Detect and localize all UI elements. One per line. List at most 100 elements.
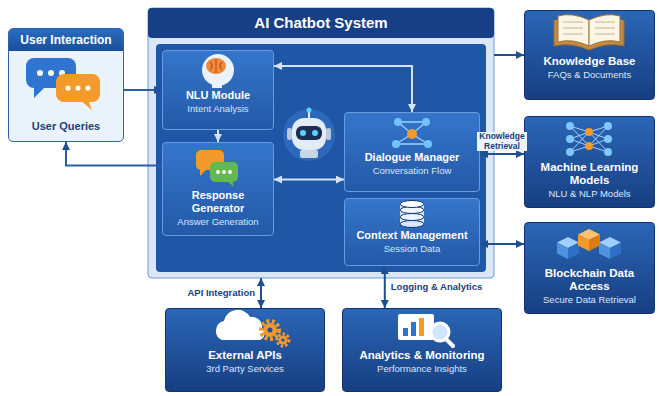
brain-icon xyxy=(202,54,234,88)
speech-icon xyxy=(216,170,220,174)
book-icon xyxy=(563,22,615,34)
chat-icon xyxy=(59,70,65,76)
cloud-gear-icon xyxy=(277,334,289,346)
box-subtitle: Performance Insights xyxy=(377,363,467,375)
database-icon xyxy=(400,204,424,224)
analytics-icon xyxy=(411,322,416,336)
speech-icon xyxy=(196,150,238,187)
cloud-gear-icon xyxy=(261,321,279,339)
box-subtitle: Answer Generation xyxy=(177,216,258,228)
neural-network-icon xyxy=(604,135,612,143)
connector xyxy=(66,142,162,166)
book-icon xyxy=(589,15,620,46)
speech-icon xyxy=(228,170,232,174)
box-title: Analytics & Monitoring xyxy=(359,349,484,362)
database-icon xyxy=(400,201,424,228)
speech-icon xyxy=(196,150,224,170)
book-icon xyxy=(554,15,624,50)
resource-box: Blockchain Data AccessSecure Data Retrie… xyxy=(524,222,655,314)
cloud-gear-icon xyxy=(281,338,284,341)
chat-icon xyxy=(48,70,54,76)
box-title: Dialogue Manager xyxy=(365,151,460,164)
box-subtitle: User Queries xyxy=(32,120,100,133)
robot-icon xyxy=(308,111,310,118)
cloud-gear-icon xyxy=(216,310,289,346)
box-title: Response Generator xyxy=(168,189,268,215)
chat-icon xyxy=(80,100,92,110)
blockchain-icon xyxy=(557,237,579,248)
resource-box: Machine Learning ModelsNLU & NLP Models xyxy=(524,116,655,208)
box-title: External APIs xyxy=(208,349,282,362)
brain-icon xyxy=(202,54,234,86)
box-subtitle: Session Data xyxy=(384,243,441,255)
network-icon xyxy=(396,122,428,144)
analytics-icon xyxy=(403,328,408,336)
blockchain-icon xyxy=(557,229,621,259)
user-box: User InteractionUser Queries xyxy=(8,28,124,142)
system-panel-box: AI Chatbot SystemNLU ModuleIntent Analys… xyxy=(148,8,494,278)
connector xyxy=(217,130,219,142)
analytics-icon xyxy=(431,323,449,341)
connector xyxy=(260,278,262,308)
database-icon xyxy=(400,214,424,221)
module-box: Context ManagementSession Data xyxy=(344,198,480,266)
system-panel xyxy=(156,44,486,272)
connector xyxy=(124,89,162,91)
blockchain-icon xyxy=(578,229,600,240)
robot-icon xyxy=(326,128,331,140)
network-icon xyxy=(392,118,432,148)
box-title: Context Management xyxy=(356,229,467,242)
robot-icon xyxy=(283,109,335,161)
robot-icon xyxy=(300,130,306,136)
module-box: NLU ModuleIntent Analysis xyxy=(162,50,274,130)
neural-network-icon xyxy=(604,122,612,130)
analytics-icon xyxy=(398,314,434,340)
cloud-gear-icon xyxy=(263,323,277,337)
box-subtitle: Intent Analysis xyxy=(187,103,248,115)
speech-icon xyxy=(222,170,226,174)
chat-icon xyxy=(65,85,70,90)
connector xyxy=(274,66,412,112)
analytics-icon xyxy=(419,318,424,336)
connector xyxy=(384,266,386,308)
neural-network-icon xyxy=(566,122,612,156)
module-box: Dialogue ManagerConversation Flow xyxy=(344,112,480,192)
chat-icon xyxy=(26,58,100,110)
chat-icon xyxy=(37,70,43,76)
box-subtitle: FAQs & Documents xyxy=(548,69,631,81)
chat-icon xyxy=(85,85,90,90)
blockchain-icon xyxy=(557,243,568,260)
neural-network-icon xyxy=(604,148,612,156)
box-title: AI Chatbot System xyxy=(254,14,387,32)
box-subtitle: Secure Data Retrieval xyxy=(543,294,636,306)
robot-icon xyxy=(307,108,312,113)
connector xyxy=(480,243,524,245)
module-box: Response GeneratorAnswer Generation xyxy=(162,142,274,236)
neural-network-icon xyxy=(585,128,593,136)
neural-network-icon xyxy=(566,135,574,143)
speech-icon xyxy=(200,168,208,176)
cloud-gear-icon xyxy=(216,310,265,340)
analytics-icon xyxy=(446,339,453,346)
speech-icon xyxy=(226,180,234,187)
network-icon xyxy=(407,129,417,139)
service-box: External APIs3rd Party Services xyxy=(165,308,325,392)
connector xyxy=(494,54,524,56)
connectors xyxy=(66,55,524,308)
blockchain-icon xyxy=(599,237,621,248)
brain-icon xyxy=(210,59,222,73)
analytics-icon xyxy=(398,314,453,346)
chat-icon xyxy=(34,86,46,98)
connector xyxy=(274,179,344,181)
network-icon xyxy=(422,118,430,126)
box-subtitle: NLU & NLP Models xyxy=(548,188,630,200)
cloud-gear-icon xyxy=(279,336,288,345)
blockchain-icon xyxy=(589,235,600,252)
robot-icon xyxy=(296,126,322,140)
connector xyxy=(480,153,524,155)
robot-icon xyxy=(283,108,335,162)
box-title: User Interaction xyxy=(9,29,123,51)
box-title: NLU Module xyxy=(186,89,250,102)
